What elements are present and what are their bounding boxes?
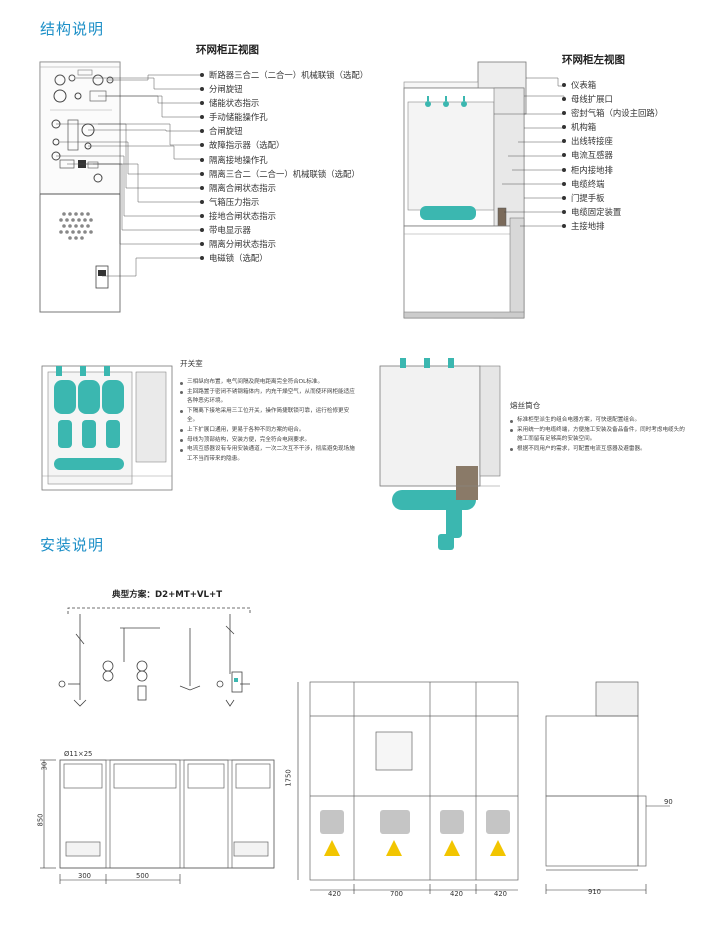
dim-width-4: 420 xyxy=(494,890,507,898)
scheme-title: 典型方案：D2+MT+VL+T xyxy=(112,590,223,600)
front-callout-item: 合闸旋钮 xyxy=(200,124,368,138)
fuse-room-bullet: 标准柜型派生的组合电器方案，可快速配置组合。 xyxy=(510,416,690,426)
switch-room-bullet: 上下扩展口通用，更易于各种不同方案的组合。 xyxy=(180,426,356,436)
left-callout-item: 母线扩展口 xyxy=(562,92,663,106)
dim-300: 300 xyxy=(78,872,91,880)
fuse-room-drawing xyxy=(379,358,501,550)
left-callout-item: 主接地排 xyxy=(562,219,663,233)
dim-1750: 1750 xyxy=(284,769,293,787)
dim-500: 500 xyxy=(136,872,149,880)
dim-30: 30 xyxy=(40,761,49,771)
left-callout-item: 出线转接座 xyxy=(562,134,663,148)
left-view-callout-list: 仪表箱 母线扩展口 密封气箱（内设主回路） 机构箱 出线转接座 电流互感器 柜内… xyxy=(562,78,663,233)
front-callout-item: 气箱压力指示 xyxy=(200,195,368,209)
front-callout-item: 断路器三合二（二合一）机械联锁（选配） xyxy=(200,68,368,82)
switch-room-bullets: 三相纵向布置，电气间隔及爬电距离完全符合DL标准。 主回路置于密闭不锈钢箱体内，… xyxy=(180,378,356,464)
switch-room-bullet: 主回路置于密闭不锈钢箱体内，内充干燥空气，从而使环网柜能适应各种恶劣环境。 xyxy=(180,388,356,407)
dim-850: 850 xyxy=(36,813,45,827)
base-plan-drawing xyxy=(40,759,275,884)
front-callout-item: 电磁锁（选配） xyxy=(200,251,368,265)
left-view-cabinet-drawing xyxy=(403,61,565,319)
front-callout-item: 带电显示器 xyxy=(200,223,368,237)
switch-room-bullet: 下隔离下接地采用三工位开关，操作简捷联锁可靠，运行检修更安全。 xyxy=(180,407,356,426)
front-callout-item: 手动储能操作孔 xyxy=(200,110,368,124)
left-callout-item: 门提手板 xyxy=(562,191,663,205)
side-elevation-drawing xyxy=(545,681,670,894)
front-callout-item: 隔离合闸状态指示 xyxy=(200,181,368,195)
left-callout-item: 柜内接地排 xyxy=(562,163,663,177)
front-callout-item: 接地合闸状态指示 xyxy=(200,209,368,223)
front-callout-item: 分闸旋钮 xyxy=(200,82,368,96)
left-view-title: 环网柜左视图 xyxy=(562,54,625,66)
switch-room-title: 开关室 xyxy=(180,359,203,368)
front-view-title: 环网柜正视图 xyxy=(196,44,259,56)
front-callout-item: 隔离三合二（二合一）机械联锁（选配） xyxy=(200,167,368,181)
front-callout-item: 储能状态指示 xyxy=(200,96,368,110)
switch-room-bullet: 电流互感器设有专用安装通道，一次二次互不干涉，彻底避免现场施工不当而带来的隐患。 xyxy=(180,445,356,464)
fuse-room-title: 熔丝筒仓 xyxy=(510,401,541,410)
front-callout-item: 隔离接地操作孔 xyxy=(200,153,368,167)
front-elevation-drawing xyxy=(297,681,519,894)
front-callout-item: 故障指示器（选配） xyxy=(200,138,368,152)
switch-room-bullet: 母线为顶部结构，安装方便，完全符合电网要求。 xyxy=(180,436,356,446)
front-view-callout-list: 断路器三合二（二合一）机械联锁（选配） 分闸旋钮 储能状态指示 手动储能操作孔 … xyxy=(200,68,368,265)
dim-hole: Ø11×25 xyxy=(64,750,93,758)
left-callout-item: 电缆固定装置 xyxy=(562,205,663,219)
fuse-room-bullets: 标准柜型派生的组合电器方案，可快速配置组合。 采用统一的电缆终端，方便施工安装及… xyxy=(510,416,690,454)
left-callout-item: 机构箱 xyxy=(562,120,663,134)
dim-910: 910 xyxy=(588,888,601,896)
left-callout-item: 仪表箱 xyxy=(562,78,663,92)
left-callout-item: 电流互感器 xyxy=(562,148,663,162)
dim-width-2: 700 xyxy=(390,890,403,898)
front-callout-item: 隔离分闸状态指示 xyxy=(200,237,368,251)
single-line-diagram xyxy=(58,607,251,707)
section-title-install: 安装说明 xyxy=(40,536,105,554)
section-title-structure: 结构说明 xyxy=(40,20,105,38)
left-callout-item: 密封气箱（内设主回路） xyxy=(562,106,663,120)
fuse-room-bullet: 根据不同用户的需求，可配置电流互感器及避雷器。 xyxy=(510,445,690,455)
dim-width-1: 420 xyxy=(328,890,341,898)
front-view-cabinet-drawing xyxy=(39,61,200,313)
dim-90: 90 xyxy=(664,798,673,806)
switch-room-bullet: 三相纵向布置，电气间隔及爬电距离完全符合DL标准。 xyxy=(180,378,356,388)
fuse-room-bullet: 采用统一的电缆终端，方便施工安装及备品备件，同时考虑电缆头的施工而留有足够高的安… xyxy=(510,426,690,445)
dim-width-3: 420 xyxy=(450,890,463,898)
switch-room-drawing xyxy=(41,365,173,491)
left-callout-item: 电缆终端 xyxy=(562,177,663,191)
